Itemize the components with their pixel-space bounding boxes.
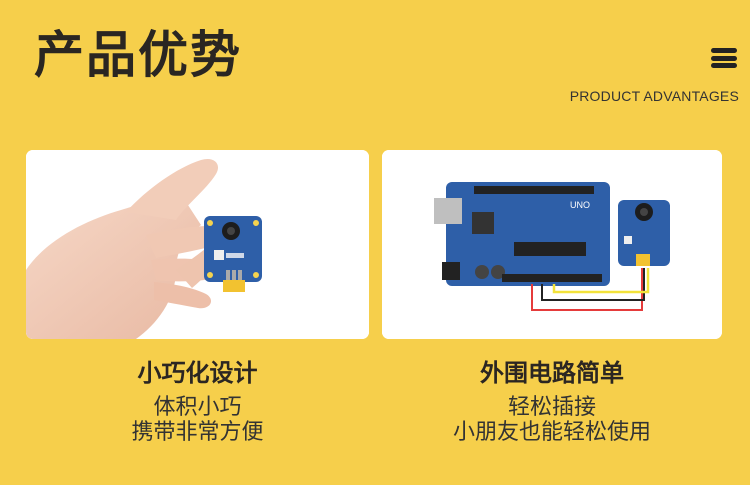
feature-caption-compact: 小巧化设计 体积小巧 携带非常方便 bbox=[26, 358, 369, 445]
feature-card-compact bbox=[26, 150, 369, 339]
menu-icon-bar bbox=[711, 63, 737, 68]
feature-line: 轻松插接 bbox=[507, 395, 596, 420]
arduino-wiring-image: UNO bbox=[382, 150, 722, 339]
feature-card-wiring: UNO bbox=[382, 150, 722, 339]
feature-title: 外围电路简单 bbox=[480, 359, 624, 387]
page-subtitle: PRODUCT ADVANTAGES bbox=[569, 88, 739, 104]
page-title: 产品优势 bbox=[34, 26, 242, 84]
sound-sensor-module bbox=[618, 200, 670, 266]
feature-caption-wiring: 外围电路简单 轻松插接 小朋友也能轻松使用 bbox=[382, 358, 722, 445]
sound-sensor-module bbox=[204, 216, 262, 292]
feature-line: 体积小巧 bbox=[153, 395, 242, 420]
menu-icon-bar bbox=[711, 55, 737, 61]
feature-description: 轻松插接 小朋友也能轻松使用 bbox=[382, 395, 722, 445]
feature-line: 携带非常方便 bbox=[131, 420, 264, 445]
feature-line: 小朋友也能轻松使用 bbox=[452, 420, 651, 445]
menu-icon-bar bbox=[711, 48, 737, 53]
board-model-label: UNO bbox=[570, 200, 590, 210]
menu-icon[interactable] bbox=[711, 48, 737, 68]
hand-holding-module-image bbox=[26, 150, 369, 339]
feature-title: 小巧化设计 bbox=[137, 359, 258, 387]
arduino-board: UNO bbox=[434, 182, 610, 286]
feature-description: 体积小巧 携带非常方便 bbox=[26, 395, 369, 445]
